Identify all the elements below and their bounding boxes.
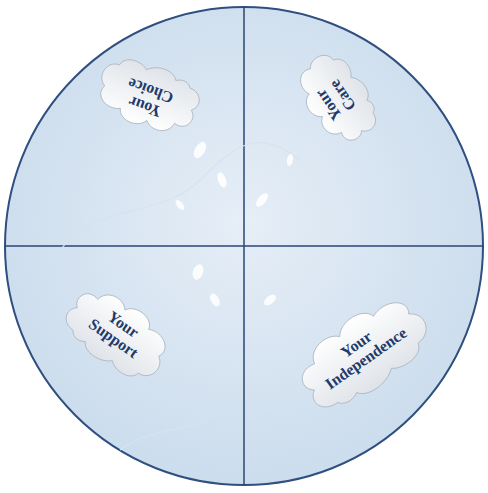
petal-decoration xyxy=(174,140,294,308)
divider-line xyxy=(5,245,483,247)
outer-circle xyxy=(5,7,483,485)
